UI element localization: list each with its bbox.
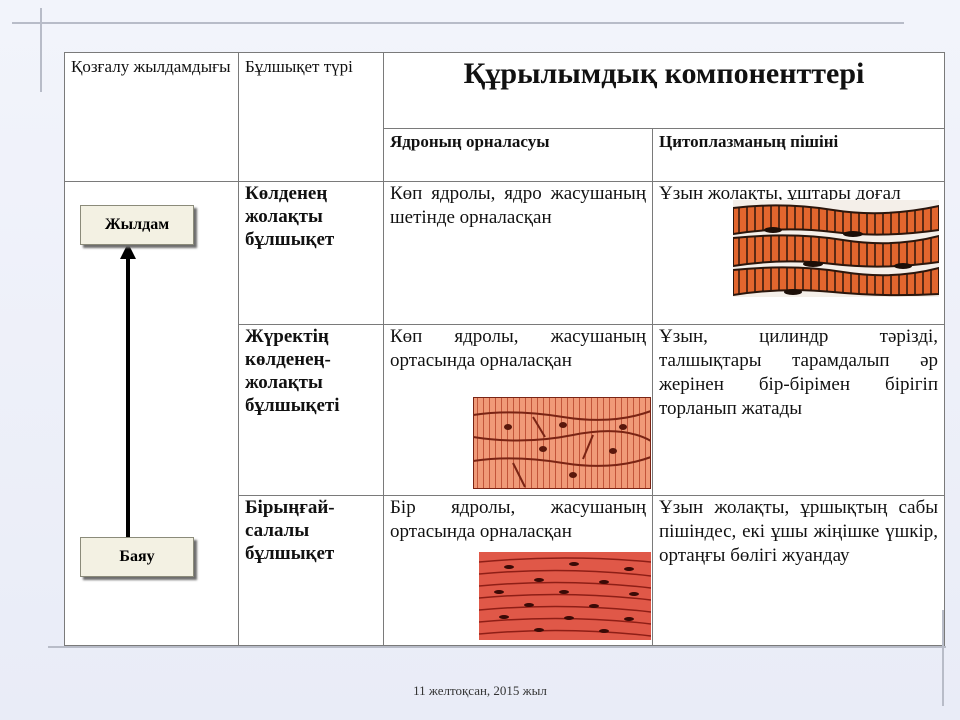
header-structural-components: Құрылымдық компоненттері	[382, 52, 946, 129]
cardiac-muscle-image	[473, 397, 651, 489]
decor-line-top	[12, 22, 904, 24]
slow-label-box: Баяу	[80, 537, 194, 577]
header-muscle-type: Бұлшықет түрі	[238, 52, 384, 182]
header-nucleus-location: Ядроның орналасуы	[383, 128, 653, 182]
decor-line-right	[942, 610, 944, 706]
speed-arrow-head-icon	[120, 243, 136, 259]
row-type-cardiac: Жүректің көлденең-жолақты бұлшықеті	[238, 324, 384, 496]
fast-label-box: Жылдам	[80, 205, 194, 245]
smooth-muscle-image	[479, 552, 651, 640]
row-nucleus-skeletal: Көп ядролы, ядро жасушаның шетінде орнал…	[383, 181, 653, 325]
muscle-comparison-table: Қозғалу жылдамдығы Бұлшықет түрі Құрылым…	[64, 52, 946, 646]
footer-date: 11 желтоқсан, 2015 жыл	[413, 683, 547, 698]
header-cytoplasm-shape: Цитоплазманың пішіні	[651, 128, 946, 182]
skeletal-muscle-image	[733, 200, 939, 297]
row-type-skeletal: Көлденең жолақты бұлшықет	[238, 181, 384, 325]
cytoplasm-text: Ұзын жолақты, ұштары доғал	[659, 183, 901, 204]
speed-arrow-shaft	[126, 258, 130, 538]
row-cytoplasm-smooth: Ұзын жолақты, ұршықтың сабы пішіндес, ек…	[651, 495, 946, 646]
header-speed: Қозғалу жылдамдығы	[64, 52, 239, 182]
row-type-smooth: Бірыңғай-салалы бұлшықет	[238, 495, 384, 646]
row-cytoplasm-cardiac: Ұзын, цилиндр тәрізді, талшықтары тарамд…	[651, 324, 946, 496]
decor-line-bottom	[48, 646, 946, 648]
decor-line-left	[40, 8, 42, 92]
